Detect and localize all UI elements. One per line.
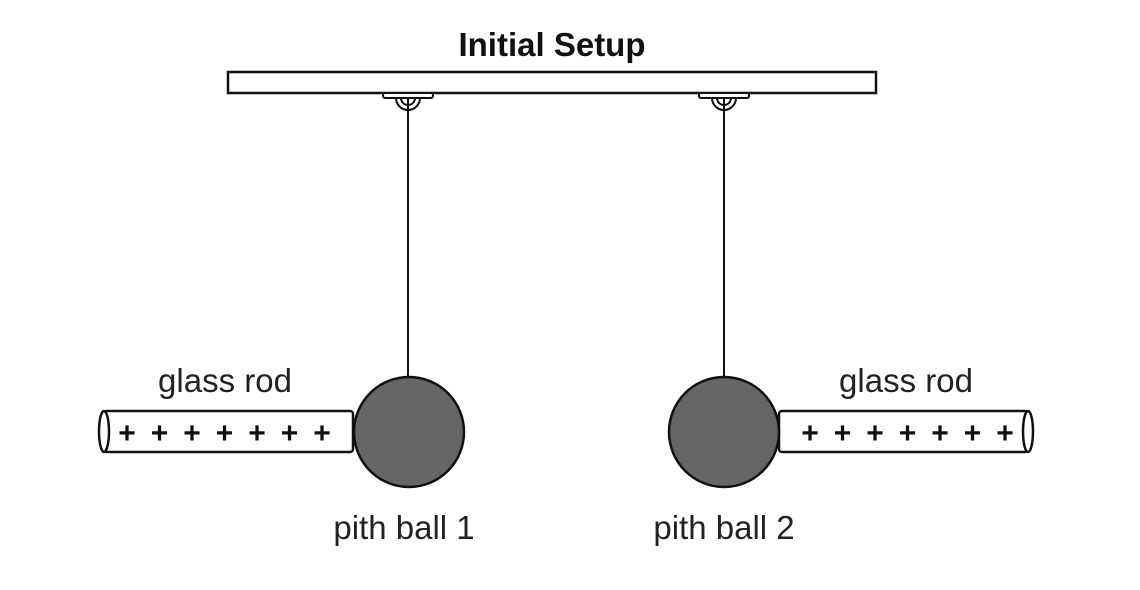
charge-plus-icon: + [281,417,299,450]
charge-plus-icon: + [151,417,169,450]
pith-ball-1 [352,375,466,489]
charge-plus-icon: + [216,417,234,450]
pith-ball-1-label: pith ball 1 [333,509,474,546]
charge-plus-icon: + [834,417,852,450]
glass-rod-left: + + + + + + + [97,409,355,454]
glass-rod-right-label: glass rod [839,362,973,399]
charge-plus-icon: + [118,417,136,450]
charge-plus-icon: + [899,417,917,450]
charge-plus-icon: + [801,417,819,450]
glass-rod-left-label: glass rod [158,362,292,399]
charge-plus-icon: + [866,417,884,450]
charge-plus-icon: + [313,417,331,450]
charge-plus-icon: + [183,417,201,450]
charge-plus-icon: + [964,417,982,450]
pith-ball-2-label: pith ball 2 [653,509,794,546]
charge-plus-icon: + [931,417,949,450]
pith-ball-2 [667,375,781,489]
diagram-title: Initial Setup [458,26,645,63]
charge-plus-icon: + [996,417,1014,450]
glass-rod-right: + + + + + + + [777,409,1035,454]
support-beam [226,70,878,95]
charge-plus-icon: + [248,417,266,450]
